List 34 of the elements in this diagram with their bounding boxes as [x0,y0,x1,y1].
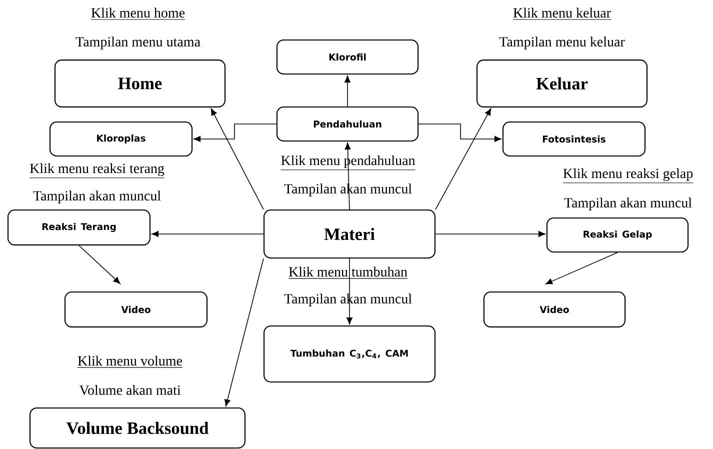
content-box: Video [64,292,208,328]
menu-caption: Klik menu reaksi gelap [562,168,694,184]
arrow [418,124,502,142]
menu-caption: Klik menu reaksi terang [29,163,165,178]
arrow [344,76,350,107]
menu-box: Materi [264,209,436,259]
content-box: Pendahuluan [276,106,419,142]
content-box: Reaksi Gelap [546,217,689,253]
menu-caption: Klik menu volume [77,356,183,368]
content-box: Klorofil [276,39,419,75]
content-box: Reaksi Terang [7,210,151,246]
menu-box: Home [54,60,226,108]
content-box: Tumbuhan C$_{3}$,C$_{4}$, CAM [264,325,436,383]
arrow [435,231,546,237]
content-box: Video [483,292,626,328]
arrow [194,124,277,142]
arrow [224,258,264,406]
menu-box: Volume Backsound [30,407,246,449]
menu-caption: Klik menu keluar [512,8,612,20]
arrow [435,108,492,210]
content-box: Kloroplas [49,121,193,157]
arrow [152,231,264,237]
arrow [545,252,618,284]
menu-caption: Tampilan akan muncul [33,190,161,204]
menu-box: Keluar [476,60,648,108]
menu-caption: Volume akan mati [79,385,181,395]
menu-caption: Tampilan akan muncul [564,198,692,210]
arrow [346,258,352,324]
arrow [78,245,120,284]
menu-caption: Klik menu tumbuhan [288,266,408,279]
arrow [344,142,351,210]
content-box: Fotosintesis [502,121,646,157]
arrow [210,108,264,210]
menu-caption: Klik menu home [90,8,186,20]
